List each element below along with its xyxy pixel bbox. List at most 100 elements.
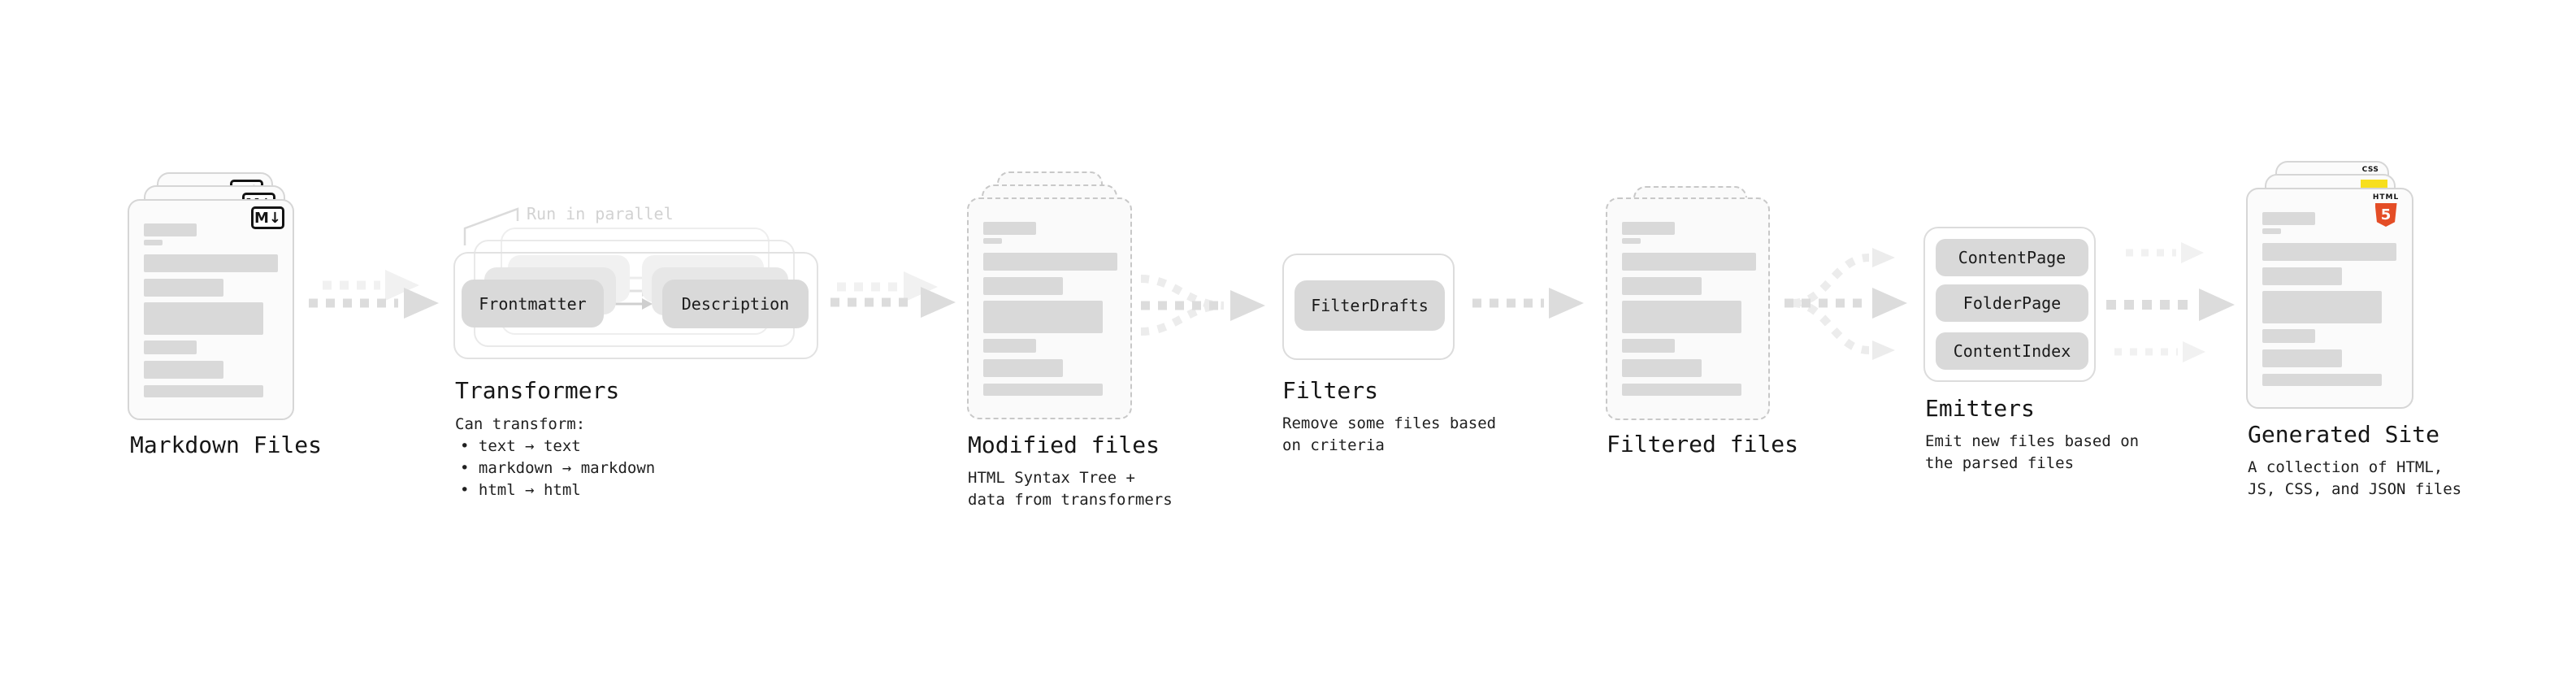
filterdrafts-chip: FilterDrafts [1295, 280, 1445, 331]
placeholder-text-line [144, 254, 278, 272]
markdown-files-label: Markdown Files [130, 432, 323, 458]
run-in-parallel-note: Run in parallel [527, 204, 674, 223]
lane-bottom-head [2183, 341, 2205, 362]
filtered-files-label: Filtered files [1607, 431, 1799, 458]
placeholder-text-line [983, 253, 1117, 271]
transformer-panel-front [453, 252, 818, 359]
filters-panel: FilterDrafts [1282, 254, 1455, 360]
filters-description: Remove some files based on criteria [1282, 413, 1496, 457]
arrow-head [1872, 288, 1907, 319]
flow-arrow-markdown-to-transformers [309, 270, 439, 319]
document-placeholder-lines [144, 223, 278, 397]
placeholder-text-line [983, 384, 1103, 396]
arrow-ghost-head [385, 270, 419, 301]
filters-label: Filters [1282, 377, 1379, 404]
placeholder-text-line [1622, 301, 1741, 333]
placeholder-text-line [983, 359, 1063, 377]
placeholder-text-line [2262, 267, 2342, 285]
placeholder-text-line [2262, 374, 2382, 386]
placeholder-text-line [144, 361, 223, 379]
placeholder-text-line [144, 385, 263, 397]
placeholder-text-line [1622, 238, 1641, 244]
css-badge-text: CSS [2361, 166, 2379, 174]
split-head-top [1872, 248, 1895, 267]
flow-arrow-emitters-to-generated [2106, 242, 2235, 362]
generated-file-card-front: HTML 5 [2246, 188, 2413, 409]
arrow-head [404, 288, 439, 319]
emitters-panel: ContentPage FolderPage ContentIndex [1923, 227, 2096, 382]
desc-line: on criteria [1282, 436, 1385, 454]
document-placeholder-lines [2262, 212, 2396, 386]
split-curve-top [1792, 254, 1870, 307]
transformers-description: Can transform: text → text markdown → ma… [455, 414, 655, 501]
html5-badge-icon: HTML 5 [2370, 194, 2402, 227]
placeholder-text-line [1622, 359, 1702, 377]
desc-line: A collection of HTML, [2248, 458, 2444, 476]
placeholder-text-line [2262, 212, 2315, 225]
transformers-desc-title: Can transform: [455, 415, 586, 433]
placeholder-text-line [144, 340, 197, 354]
lane-mid-head [2199, 288, 2235, 321]
desc-line: the parsed files [1925, 454, 2075, 472]
html5-badge-word: HTML [2372, 193, 2400, 202]
transform-bullet: markdown → markdown [455, 458, 655, 479]
modified-file-card-front [967, 197, 1132, 419]
placeholder-text-line [983, 301, 1103, 333]
placeholder-text-line [1622, 222, 1675, 235]
placeholder-text-line [144, 240, 163, 245]
flow-arrow-merge-modified-to-filters [1140, 275, 1265, 336]
desc-line: Emit new files based on [1925, 432, 2140, 450]
placeholder-text-line [983, 222, 1036, 235]
placeholder-text-line [144, 302, 263, 335]
placeholder-text-line [2262, 349, 2342, 367]
split-curve-bottom [1792, 299, 1870, 354]
description-chip: Description [662, 280, 809, 328]
placeholder-text-line [1622, 339, 1675, 353]
contentindex-chip: ContentIndex [1936, 332, 2088, 370]
transformers-label: Transformers [455, 377, 620, 404]
frontmatter-chip: Frontmatter [462, 280, 604, 327]
emitters-label: Emitters [1925, 395, 2035, 422]
desc-line: Remove some files based [1282, 414, 1497, 432]
run-in-parallel-leader-line [463, 207, 519, 245]
placeholder-text-line [144, 279, 223, 297]
arrow-head [921, 287, 956, 318]
flow-arrow-transformers-to-modified [830, 271, 956, 318]
split-head-bottom [1872, 340, 1895, 360]
document-placeholder-lines [983, 222, 1117, 396]
emitters-description: Emit new files based on the parsed files [1925, 431, 2139, 475]
placeholder-text-line [2262, 228, 2281, 234]
flow-arrow-split-filtered-to-emitters [1785, 248, 1907, 360]
placeholder-text-line [983, 238, 1002, 244]
modified-files-description: HTML Syntax Tree + data from transformer… [968, 467, 1173, 511]
contentpage-chip: ContentPage [1936, 239, 2088, 276]
placeholder-text-line [2262, 329, 2315, 343]
arrow-head [1230, 290, 1265, 321]
markdown-badge-icon: M↓ [251, 206, 284, 229]
desc-line: JS, CSS, and JSON files [2248, 480, 2462, 498]
transform-bullet: text → text [455, 436, 655, 458]
flow-arrow-filters-to-filtered [1472, 288, 1584, 319]
html5-shield-icon: 5 [2374, 203, 2397, 227]
lane-top-head [2181, 242, 2204, 263]
generated-site-label: Generated Site [2248, 421, 2440, 448]
placeholder-text-line [2262, 243, 2396, 261]
document-placeholder-lines [1622, 222, 1756, 396]
desc-line: data from transformers [968, 491, 1173, 509]
placeholder-text-line [983, 277, 1063, 295]
placeholder-text-line [2262, 291, 2382, 323]
modified-files-label: Modified files [968, 432, 1160, 458]
transform-bullet: html → html [455, 479, 655, 501]
arrow-head [1549, 288, 1584, 319]
filtered-file-card-front [1606, 197, 1770, 420]
markdown-file-card-front: M↓ [128, 199, 294, 420]
desc-line: HTML Syntax Tree + [968, 469, 1135, 487]
folderpage-chip: FolderPage [1936, 284, 2088, 322]
placeholder-text-line [1622, 253, 1756, 271]
placeholder-text-line [983, 339, 1036, 353]
generated-site-description: A collection of HTML, JS, CSS, and JSON … [2248, 457, 2461, 501]
placeholder-text-line [1622, 384, 1741, 396]
placeholder-text-line [144, 223, 197, 236]
